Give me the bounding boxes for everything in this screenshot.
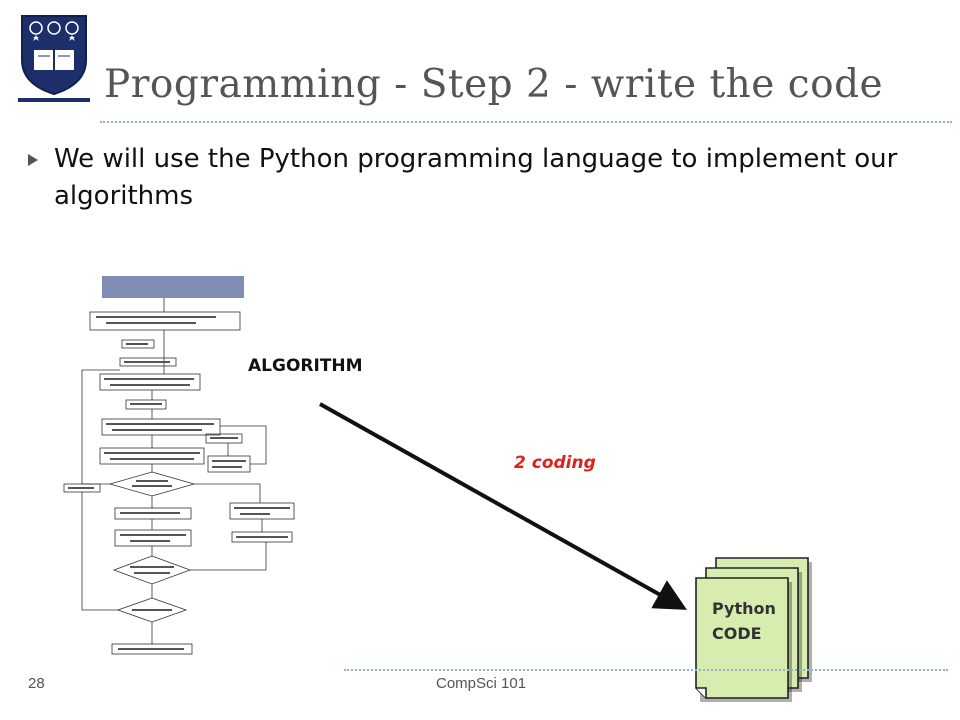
triangle-bullet-icon: [28, 154, 38, 166]
algorithm-flowchart-image: [63, 276, 295, 655]
bullet-text: We will use the Python programming langu…: [54, 144, 898, 211]
algorithm-label: ALGORITHM: [248, 356, 363, 376]
footer-course: CompSci 101: [436, 675, 527, 692]
page-number: 28: [28, 675, 45, 692]
title-divider: [100, 121, 952, 123]
python-code-label-line2: CODE: [712, 624, 762, 643]
coding-arrow: [319, 402, 687, 610]
university-crest-logo: [18, 15, 90, 102]
python-code-label-line1: Python: [712, 599, 776, 618]
coding-step-label: 2 coding: [514, 453, 596, 473]
python-code-documents-icon: [695, 557, 812, 702]
python-code-label: Python CODE: [712, 596, 776, 646]
slide-title: Programming - Step 2 - write the code: [104, 62, 884, 107]
footer-divider: [344, 669, 948, 671]
